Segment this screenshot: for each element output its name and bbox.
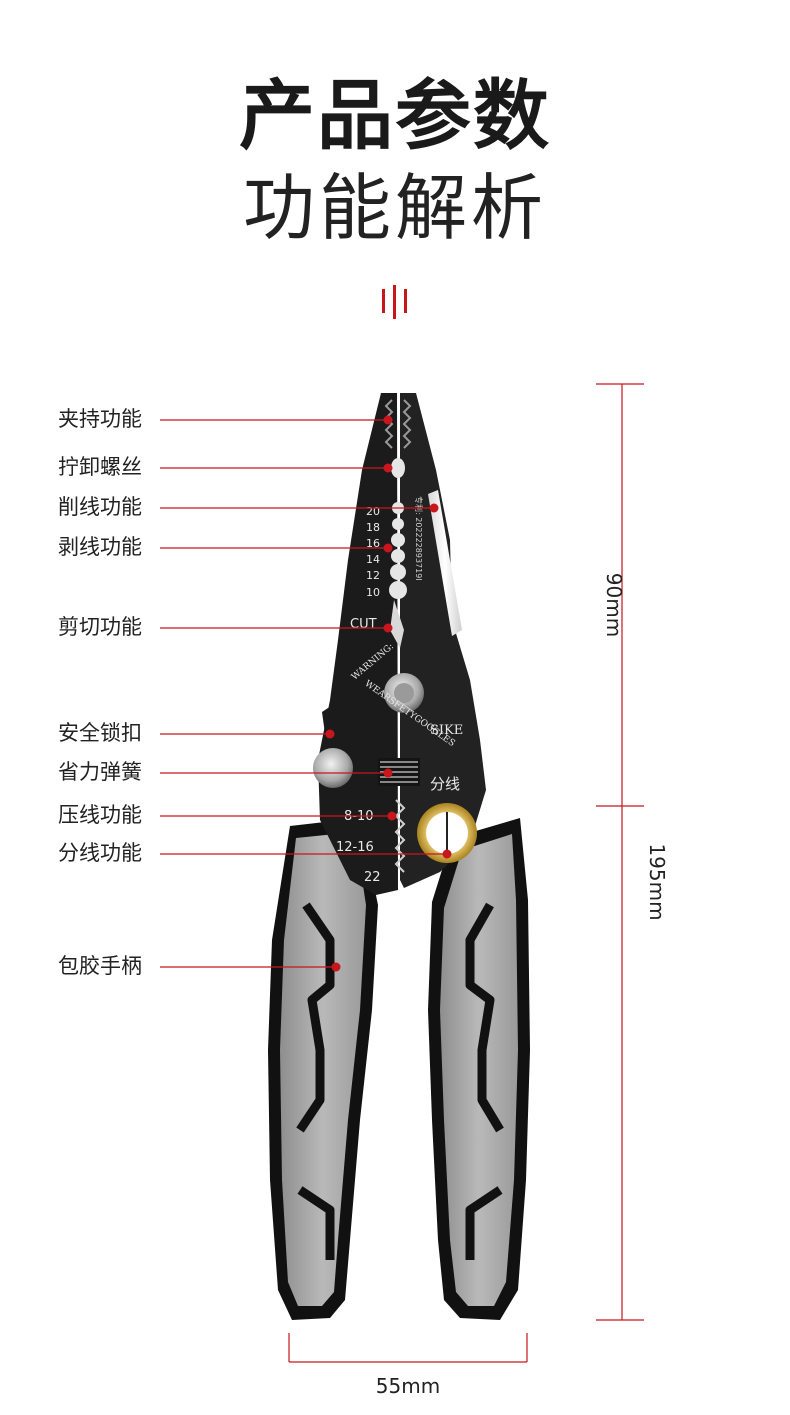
label-screw-removal: 拧卸螺丝 [58, 455, 142, 479]
gauge-18: 18 [366, 521, 380, 534]
right-handle [428, 818, 530, 1320]
page-subtitle: 功能解析 [242, 166, 547, 250]
label-wire-splitting: 分线功能 [58, 841, 142, 865]
cut-label: CUT [350, 617, 377, 632]
patent-text: 专利: 202222893719I [414, 496, 424, 581]
left-handle [268, 818, 378, 1320]
gauge-16: 16 [366, 537, 380, 550]
dim-width: 55mm [375, 1374, 441, 1398]
label-cutting: 剪切功能 [58, 615, 142, 639]
gauge-14: 14 [366, 553, 380, 566]
gauge-10: 10 [366, 586, 380, 599]
gauge-20: 20 [366, 505, 380, 518]
label-wire-shaving: 削线功能 [58, 495, 142, 519]
label-spring: 省力弹簧 [58, 760, 142, 784]
gauge-12: 12 [366, 569, 380, 582]
label-crimping: 压线功能 [58, 803, 142, 827]
dim-head-length: 90mm [602, 572, 626, 638]
label-wire-stripping: 剥线功能 [58, 535, 142, 559]
label-clamping: 夹持功能 [58, 407, 142, 431]
page-title: 产品参数 [239, 71, 551, 160]
crimp-gauge-12-16: 12-16 [336, 840, 374, 855]
split-label: 分线 [430, 775, 460, 793]
title-decoration-icon [382, 285, 407, 319]
callout-lines [160, 419, 447, 968]
dimension-lines [288, 383, 644, 1363]
dim-total-length: 195mm [645, 843, 669, 921]
brand-text: SIKE [430, 723, 463, 738]
pliers-head [313, 393, 486, 895]
crimp-gauge-22: 22 [364, 870, 381, 885]
callout-dots [325, 415, 452, 972]
label-safety-lock: 安全锁扣 [58, 721, 142, 745]
label-rubber-handle: 包胶手柄 [58, 954, 142, 978]
